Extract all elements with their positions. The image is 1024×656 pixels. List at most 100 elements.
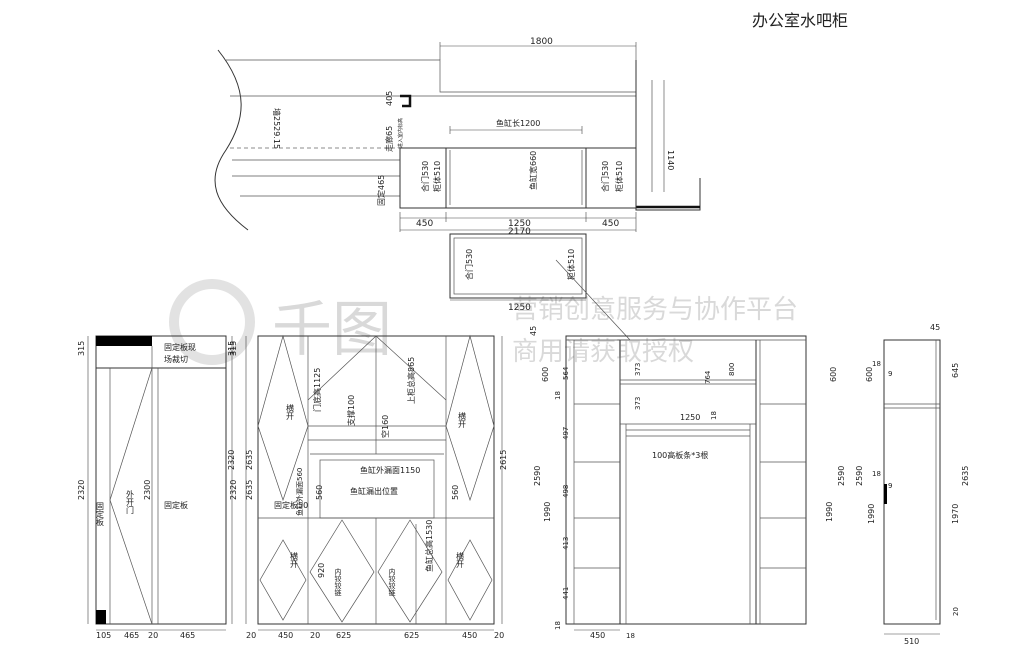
detail-door: 合门530 xyxy=(464,249,474,280)
shelf-l-498: 498 xyxy=(562,485,570,498)
front-h-2635: 2635 xyxy=(245,450,254,470)
side-w-20: 20 xyxy=(148,631,158,640)
side-h-315-right: 315 xyxy=(229,341,238,356)
shelf-c-764: 764 xyxy=(704,370,712,384)
shelf-c-18: 18 xyxy=(710,411,718,420)
side-section-h-2590: 2590 xyxy=(855,466,864,486)
front-door-h: 门底高1125 xyxy=(312,368,322,412)
plan-small-note: 进入室内标高 xyxy=(397,118,404,148)
front-w-20a: 20 xyxy=(246,631,256,640)
side-section-w-510: 510 xyxy=(904,637,919,646)
front-tank-out: 鱼缸外漏面560 xyxy=(295,468,304,516)
side-section-h-18a: 18 xyxy=(872,360,881,368)
front-tank-pos: 鱼缸漏出位置 xyxy=(350,486,398,496)
plan-dim-450-right: 450 xyxy=(602,219,619,229)
front-hinge-left: 内铰铰链 xyxy=(334,567,342,597)
shelf-r-2590: 2590 xyxy=(837,466,846,486)
front-tank-total: 鱼缸总高1530 xyxy=(424,520,434,572)
front-fixed-50: 固定板50 xyxy=(274,500,308,510)
front-h-315: 315 xyxy=(227,341,236,356)
watermark-line2: 商用请获取授权 xyxy=(512,337,694,367)
side-fixed-left: 固定板 xyxy=(96,502,105,527)
shelf-t-45: 45 xyxy=(529,326,538,336)
shelf-l-1990: 1990 xyxy=(543,502,552,522)
plan-fixed-465: 固定465 xyxy=(376,175,386,206)
plan-left-body: 柜体510 xyxy=(432,161,442,192)
plan-view: 1800 鱼缸长1200 1140 鱼缸宽660 墙2529.15 走廊65 4… xyxy=(214,37,701,237)
front-h-2615: 2615 xyxy=(499,450,508,470)
side-h-2320-right: 2320 xyxy=(229,480,238,500)
front-h-560-left: 560 xyxy=(315,485,324,500)
side-h-2300: 2300 xyxy=(143,480,152,500)
shelf-note: 100高板条*3根 xyxy=(652,450,708,460)
plan-cabinet xyxy=(399,147,637,209)
front-w-625a: 625 xyxy=(336,631,351,640)
side-section: 45 600 645 18 9 18 9 2590 2635 1990 1970… xyxy=(855,323,970,646)
front-h-560-right: 560 xyxy=(451,485,460,500)
watermark: 千图 营销创意服务与协作平台 商用请获取授权 xyxy=(169,279,798,367)
plan-right-door: 合门530 xyxy=(600,161,610,192)
plan-right-wall xyxy=(635,60,701,211)
detail-width: 1250 xyxy=(508,303,531,313)
plan-tank-length: 鱼缸长1200 xyxy=(496,118,540,128)
side-h-2635: 2635 xyxy=(245,480,254,500)
side-section-h-9b: 9 xyxy=(888,482,892,490)
shelf-l-2590: 2590 xyxy=(533,466,542,486)
front-hc-bottom-left: 横开 xyxy=(290,551,299,569)
side-section-t-45: 45 xyxy=(930,323,940,332)
side-section-h-600: 600 xyxy=(865,367,874,382)
side-door-label: 外开门 xyxy=(126,489,135,515)
side-h-315: 315 xyxy=(77,341,86,356)
plan-right-body: 柜体510 xyxy=(614,161,624,192)
plan-wall-line xyxy=(226,59,636,93)
shelf-c-373b: 373 xyxy=(634,397,642,410)
watermark-logo-icon xyxy=(169,279,255,365)
front-h-920: 920 xyxy=(317,563,326,578)
side-top-note-2: 场裁切 xyxy=(164,354,188,364)
front-hc-top-left: 横开 xyxy=(286,403,295,421)
side-section-h-9a: 9 xyxy=(888,370,892,378)
watermark-brand: 千图 xyxy=(272,295,392,365)
front-hc-bottom-right: 横开 xyxy=(456,551,465,569)
plan-left-door: 合门530 xyxy=(420,161,430,192)
shelf-l-497: 497 xyxy=(562,427,570,440)
shelf-c-1250: 1250 xyxy=(680,413,700,422)
side-section-h-1970: 1970 xyxy=(951,504,960,524)
shelf-c-373a: 373 xyxy=(634,363,642,376)
shelf-l-600: 600 xyxy=(541,367,550,382)
front-w-450a: 450 xyxy=(278,631,293,640)
plan-panel-65: 走廊65 xyxy=(384,126,394,152)
shelf-b-450: 450 xyxy=(590,631,605,640)
front-w-20c: 20 xyxy=(494,631,504,640)
front-w-20b: 20 xyxy=(310,631,320,640)
shelf-view: 45 600 564 18 497 498 413 441 18 2590 19… xyxy=(529,326,846,640)
plan-tank-width: 鱼缸宽660 xyxy=(528,151,538,190)
front-hinge-right: 内铰铰链 xyxy=(388,567,396,597)
shelf-l-441: 441 xyxy=(562,587,570,600)
side-w-465b: 465 xyxy=(180,631,195,640)
side-section-h-645: 645 xyxy=(951,363,960,378)
shelf-b-18: 18 xyxy=(626,632,635,640)
side-section-h-18b: 18 xyxy=(872,470,881,478)
side-top-note-1: 固定板现 xyxy=(164,342,196,352)
front-h-2320: 2320 xyxy=(227,450,236,470)
plan-dim-450-left: 450 xyxy=(416,219,433,229)
plan-wall-label: 墙2529.15 xyxy=(272,108,282,149)
shelf-r-600: 600 xyxy=(829,367,838,382)
shelf-l-18a: 18 xyxy=(554,391,562,400)
watermark-line1: 营销创意服务与协作平台 xyxy=(512,295,798,325)
shelf-l-413: 413 xyxy=(562,537,570,550)
plan-dim-top: 1800 xyxy=(530,37,553,47)
side-w-465a: 465 xyxy=(124,631,139,640)
shelf-l-564: 564 xyxy=(562,366,570,380)
detail-body: 柜体510 xyxy=(566,249,576,280)
plan-dim-1250: 1250 xyxy=(508,219,531,229)
shelf-r-1990: 1990 xyxy=(825,502,834,522)
side-view: 固定板现 场裁切 固定板 外开门 固定板 315 2320 315 2320 2… xyxy=(77,335,254,640)
front-hc-top-right: 横开 xyxy=(458,411,467,429)
front-void: 空160 xyxy=(380,415,390,438)
side-fixed-right: 固定板 xyxy=(164,500,188,510)
shelf-l-18b: 18 xyxy=(554,621,562,630)
